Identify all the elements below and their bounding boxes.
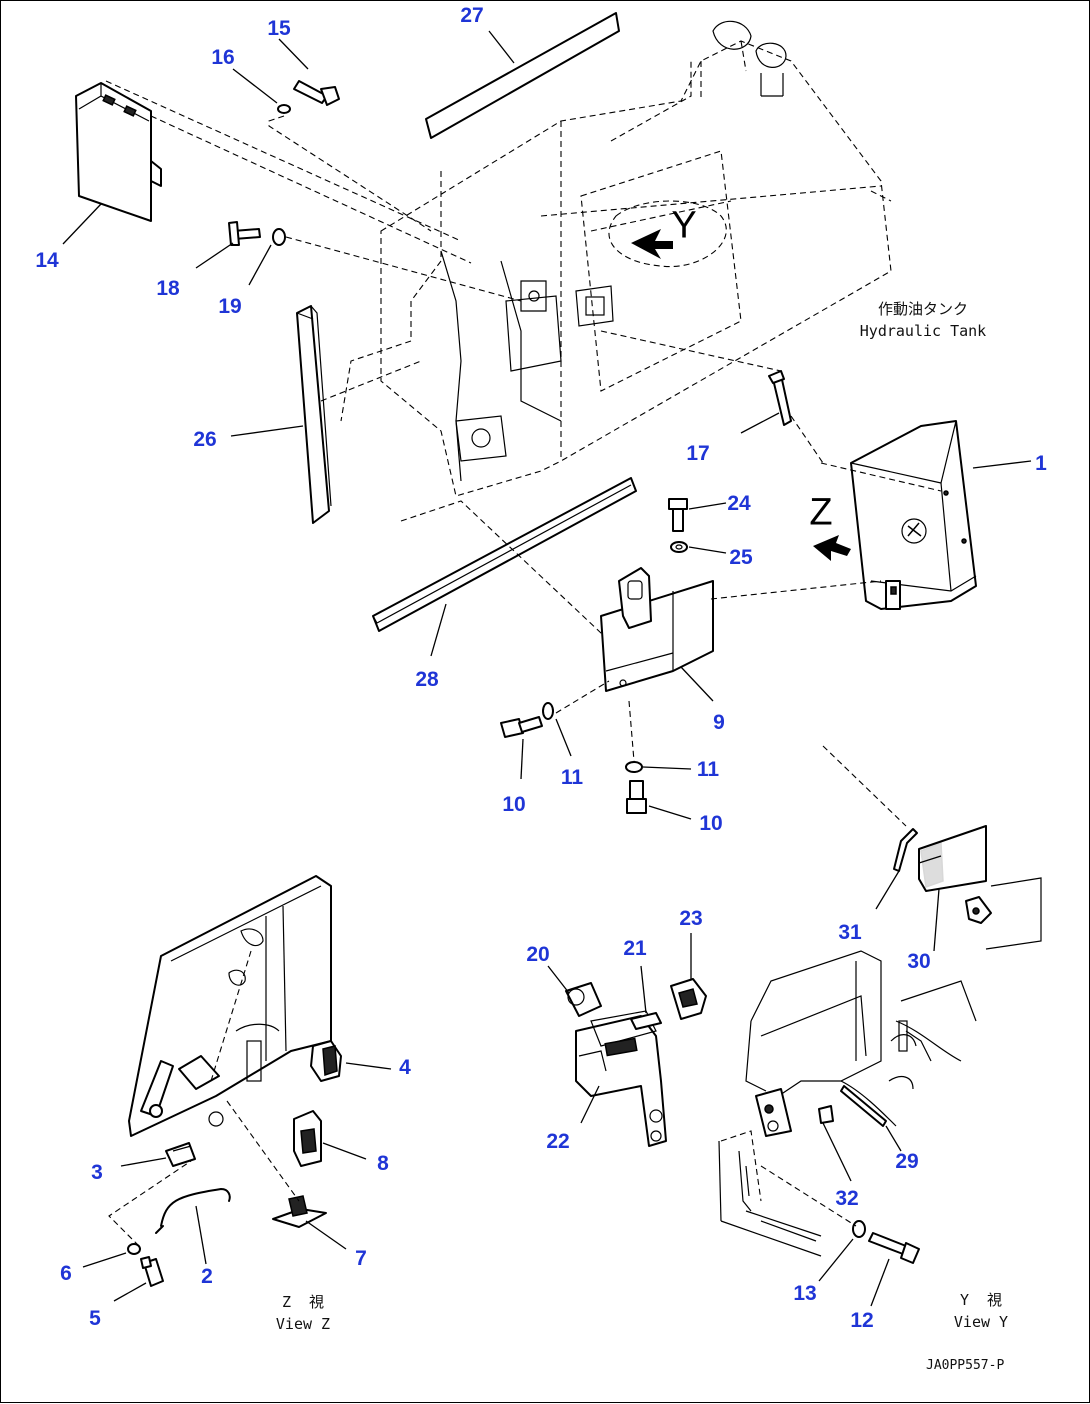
- view-y-arrow-icon: [631, 229, 673, 259]
- part-19-washer: [272, 228, 286, 246]
- callout-11-left: 11: [560, 766, 584, 789]
- part-8-latch: [293, 1110, 322, 1167]
- callout-24: 24: [727, 492, 751, 515]
- callout-23: 23: [679, 907, 703, 930]
- part-5-bolt: [140, 1256, 164, 1287]
- callout-21: 21: [623, 937, 647, 960]
- part-15-bolt: [293, 80, 340, 106]
- callout-20: 20: [526, 943, 550, 966]
- part-20-lock-assembly: [565, 982, 602, 1017]
- view-y-caption-jp: Y 視: [959, 1291, 1003, 1309]
- part-13-washer: [852, 1220, 866, 1238]
- part-6-washer: [127, 1243, 141, 1255]
- callout-26: 26: [193, 428, 217, 451]
- view-y-mount: [718, 950, 977, 1257]
- part-9-bracket: [600, 567, 882, 692]
- callout-30: 30: [907, 950, 931, 973]
- part-10-bolt-left: [500, 716, 543, 738]
- callout-10-left: 10: [502, 793, 526, 816]
- callout-5: 5: [89, 1307, 101, 1330]
- callout-16: 16: [211, 46, 235, 69]
- part-11-washer-bottom: [625, 761, 643, 773]
- part-4-lock-cylinder: [310, 1040, 342, 1082]
- part-28-bottom-seal: [372, 477, 637, 632]
- tank-label-jp: 作動油タンク: [877, 300, 969, 318]
- part-14-cover: [75, 82, 162, 222]
- part-23-bracket: [670, 978, 707, 1020]
- callout-13: 13: [793, 1282, 817, 1305]
- view-y-caption-en: View Y: [953, 1313, 1009, 1331]
- callout-8: 8: [377, 1152, 389, 1175]
- callout-31: 31: [838, 921, 862, 944]
- callout-11-bottom: 11: [696, 758, 720, 781]
- callout-12: 12: [850, 1309, 874, 1332]
- part-17-pin: [768, 370, 792, 426]
- part-12-bolt: [868, 1232, 920, 1264]
- callout-29: 29: [895, 1150, 919, 1173]
- hydraulic-tank: [340, 20, 892, 497]
- part-31-pin: [893, 828, 918, 872]
- part-18-bolt: [228, 221, 261, 246]
- callout-15: 15: [267, 17, 291, 40]
- drawing-code: JA0PP557-P: [926, 1358, 1005, 1373]
- callout-14: 14: [35, 249, 59, 272]
- part-29-strip: [840, 1085, 887, 1127]
- part-25-washer: [670, 541, 688, 553]
- callout-27: 27: [460, 4, 484, 27]
- callout-7: 7: [355, 1247, 367, 1270]
- callout-4: 4: [399, 1056, 411, 1079]
- view-y-marker: Y: [671, 204, 697, 247]
- part-10-bolt-bottom: [626, 780, 647, 814]
- callout-9: 9: [713, 711, 725, 734]
- callout-19: 19: [218, 295, 242, 318]
- part-2-handle: [155, 1188, 231, 1234]
- part-16-washer: [277, 104, 291, 114]
- view-z-marker: Z: [809, 491, 833, 534]
- view-z-caption-en: View Z: [275, 1315, 331, 1333]
- callout-10-bottom: 10: [699, 812, 723, 835]
- part-26-vertical-seal: [296, 305, 332, 524]
- callout-17: 17: [686, 442, 710, 465]
- view-z-arrow-icon: [813, 535, 851, 561]
- callout-22: 22: [546, 1130, 570, 1153]
- part-21-pad: [630, 1012, 662, 1030]
- part-22-latch-plate: [575, 1010, 667, 1147]
- part-27-seal-bar: [425, 12, 620, 139]
- callout-1: 1: [1035, 452, 1047, 475]
- view-z-panel: [128, 875, 332, 1137]
- callout-18: 18: [156, 277, 180, 300]
- part-11-washer-left: [542, 702, 554, 720]
- tank-label-en: Hydraulic Tank: [859, 322, 987, 340]
- callout-3: 3: [91, 1161, 103, 1184]
- part-3-hinge: [165, 1142, 196, 1167]
- callout-25: 25: [729, 546, 753, 569]
- callout-2: 2: [201, 1265, 213, 1288]
- part-7-catch: [272, 1195, 327, 1228]
- part-24-bolt: [668, 498, 688, 532]
- view-z-caption-jp: Z 視: [281, 1293, 325, 1311]
- part-1-side-cover: [850, 420, 977, 610]
- callout-28: 28: [415, 668, 439, 691]
- callout-6: 6: [60, 1262, 72, 1285]
- part-30-cover-plate: [918, 825, 987, 892]
- callout-32: 32: [835, 1187, 859, 1210]
